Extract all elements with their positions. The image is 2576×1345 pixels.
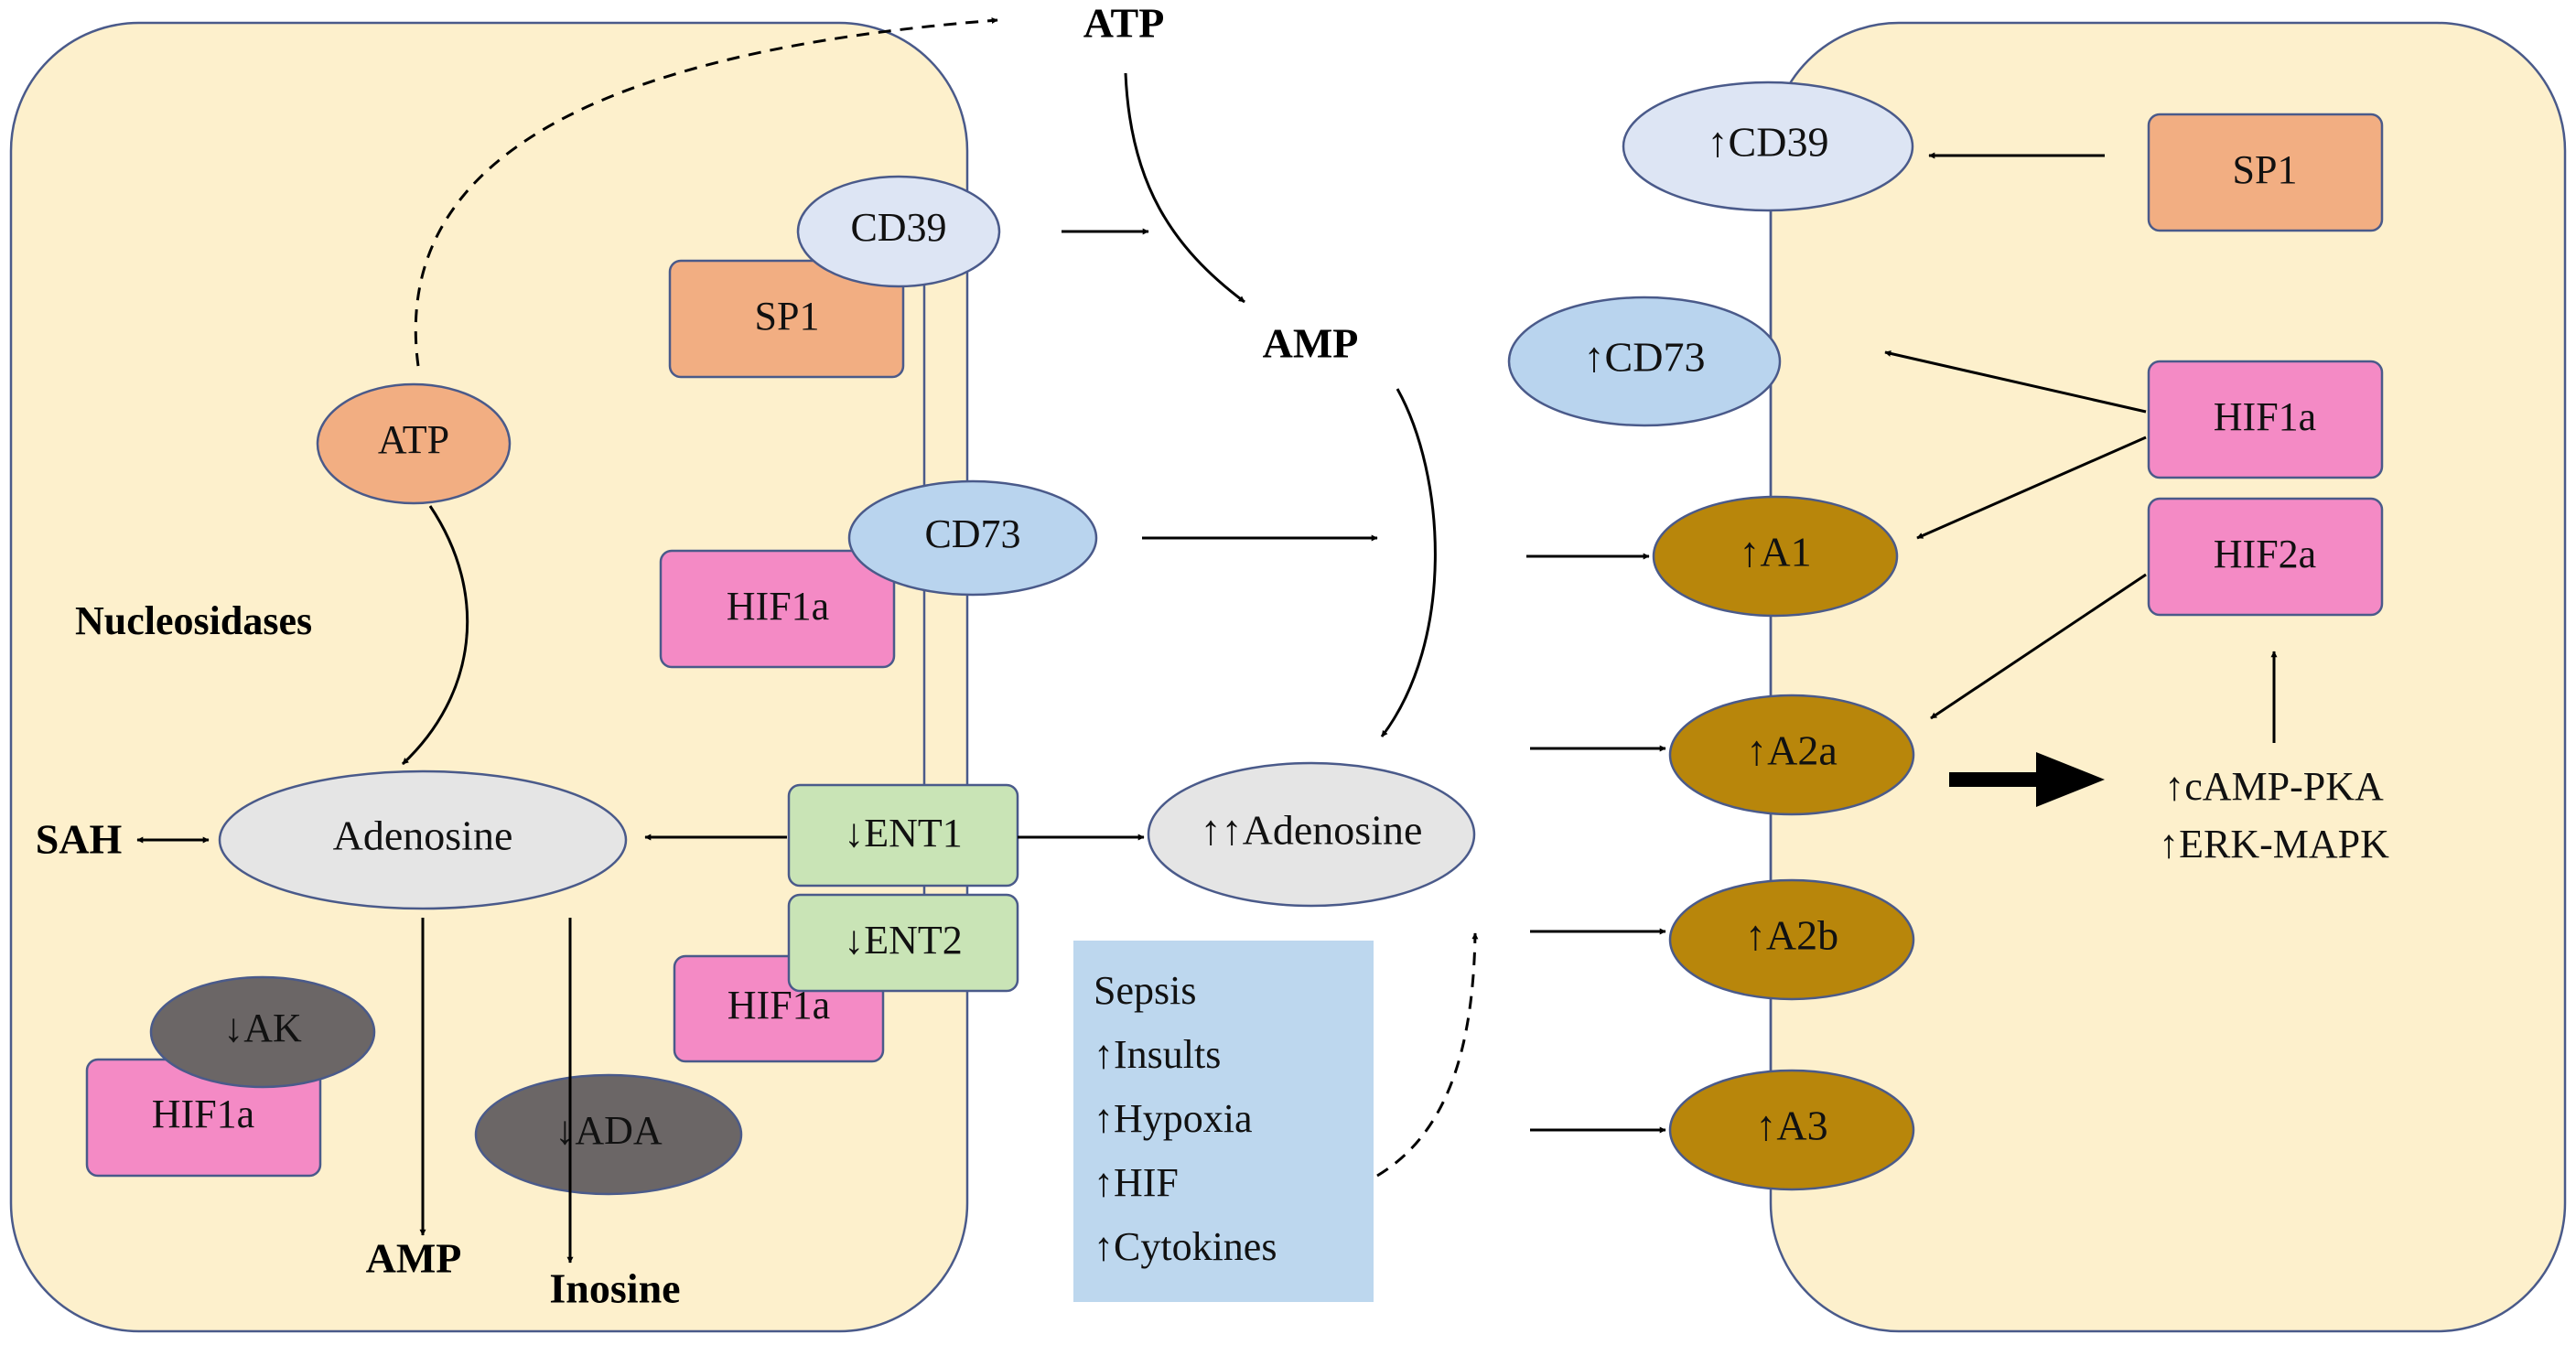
sepsis-line-4: ↑HIF — [1094, 1160, 1179, 1205]
nucleosidases-label: Nucleosidases — [75, 598, 312, 643]
atp-top-label: ATP — [1083, 0, 1165, 47]
ada-oval — [474, 1073, 743, 1196]
a3-label: ↑A3 — [1755, 1103, 1827, 1149]
arrows — [136, 16, 2278, 1264]
sp1-left-label: SP1 — [755, 294, 820, 339]
hif2a-right-label: HIF2a — [2214, 532, 2316, 576]
arrow-atp-to-amp — [1124, 72, 1245, 304]
sepsis-line-5: ↑Cytokines — [1094, 1224, 1277, 1269]
atp-intracellular-oval — [316, 382, 512, 505]
atp-intracellular-label: ATP — [378, 417, 449, 462]
ent2-label: ↓ENT2 — [844, 918, 963, 963]
thick-arrowhead — [2036, 752, 2105, 807]
sp1-left-box — [668, 259, 905, 379]
ada-label: ↓ADA — [555, 1108, 663, 1153]
cd39-right-label: ↑CD39 — [1708, 119, 1829, 166]
cd73-left-oval — [847, 479, 1098, 597]
hif1a-ak-label: HIF1a — [152, 1092, 254, 1136]
cd39-left-label: CD39 — [850, 205, 946, 250]
adenosine-extracellular-oval — [1147, 761, 1476, 908]
a1-label: ↑A1 — [1739, 529, 1811, 576]
sah-label: SAH — [36, 816, 123, 863]
a2b-label: ↑A2b — [1745, 912, 1838, 959]
cd73-right-label: ↑CD73 — [1584, 334, 1706, 381]
amp-mid-label: AMP — [1263, 320, 1359, 367]
ent1-box — [787, 783, 1019, 888]
sepsis-line-2: ↑Insults — [1094, 1032, 1221, 1077]
a2a-label: ↑A2a — [1746, 727, 1838, 774]
cd39-left-oval — [796, 175, 1001, 288]
hif1a-right-box — [2147, 360, 2384, 479]
a3-oval — [1668, 1069, 1915, 1191]
adenosine-extracellular-label: ↑↑Adenosine — [1201, 807, 1423, 854]
arrow-hif2a-to-a2a — [1930, 573, 2147, 720]
arrow-atp-export — [414, 16, 998, 367]
ak-label: ↓AK — [223, 1006, 302, 1050]
hif1a-right-label: HIF1a — [2214, 394, 2316, 439]
sepsis-line-3: ↑Hypoxia — [1094, 1096, 1253, 1141]
hif1a-left-cd73-box — [659, 549, 896, 669]
hif2a-right-box — [2147, 497, 2384, 617]
a2a-oval — [1668, 694, 1915, 816]
sepsis-box — [1073, 941, 1374, 1302]
hif1a-left-cd73-label: HIF1a — [727, 584, 829, 629]
sepsis-line-1: Sepsis — [1094, 968, 1196, 1013]
arrow-sepsis-to-adenosine — [1376, 932, 1479, 1178]
inosine-label: Inosine — [549, 1265, 680, 1312]
sp1-right-box — [2147, 113, 2384, 232]
a2b-oval — [1668, 878, 1915, 1001]
erk-mapk-label: ↑ERK-MAPK — [2159, 822, 2389, 866]
arrow-hif1a-to-cd73 — [1884, 350, 2147, 414]
adenosine-intracellular-label: Adenosine — [333, 812, 513, 859]
ent2-box — [787, 893, 1019, 993]
camp-pka-label: ↑cAMP-PKA — [2164, 764, 2384, 809]
amp-bottom-label: AMP — [366, 1235, 462, 1282]
cd39-right-oval — [1622, 81, 1914, 212]
arrow-amp-to-adenosine — [1380, 388, 1437, 737]
ent1-label: ↓ENT1 — [844, 811, 963, 855]
ak-oval — [149, 975, 376, 1089]
cd73-right-oval — [1507, 296, 1782, 427]
arrow-atp-to-adenosine — [401, 505, 469, 766]
sp1-right-label: SP1 — [2233, 147, 2298, 192]
a1-oval — [1652, 495, 1899, 618]
adenosine-intracellular-oval — [218, 769, 628, 910]
cd73-left-label: CD73 — [924, 511, 1020, 556]
arrow-hif1a-to-a1 — [1916, 436, 2147, 540]
